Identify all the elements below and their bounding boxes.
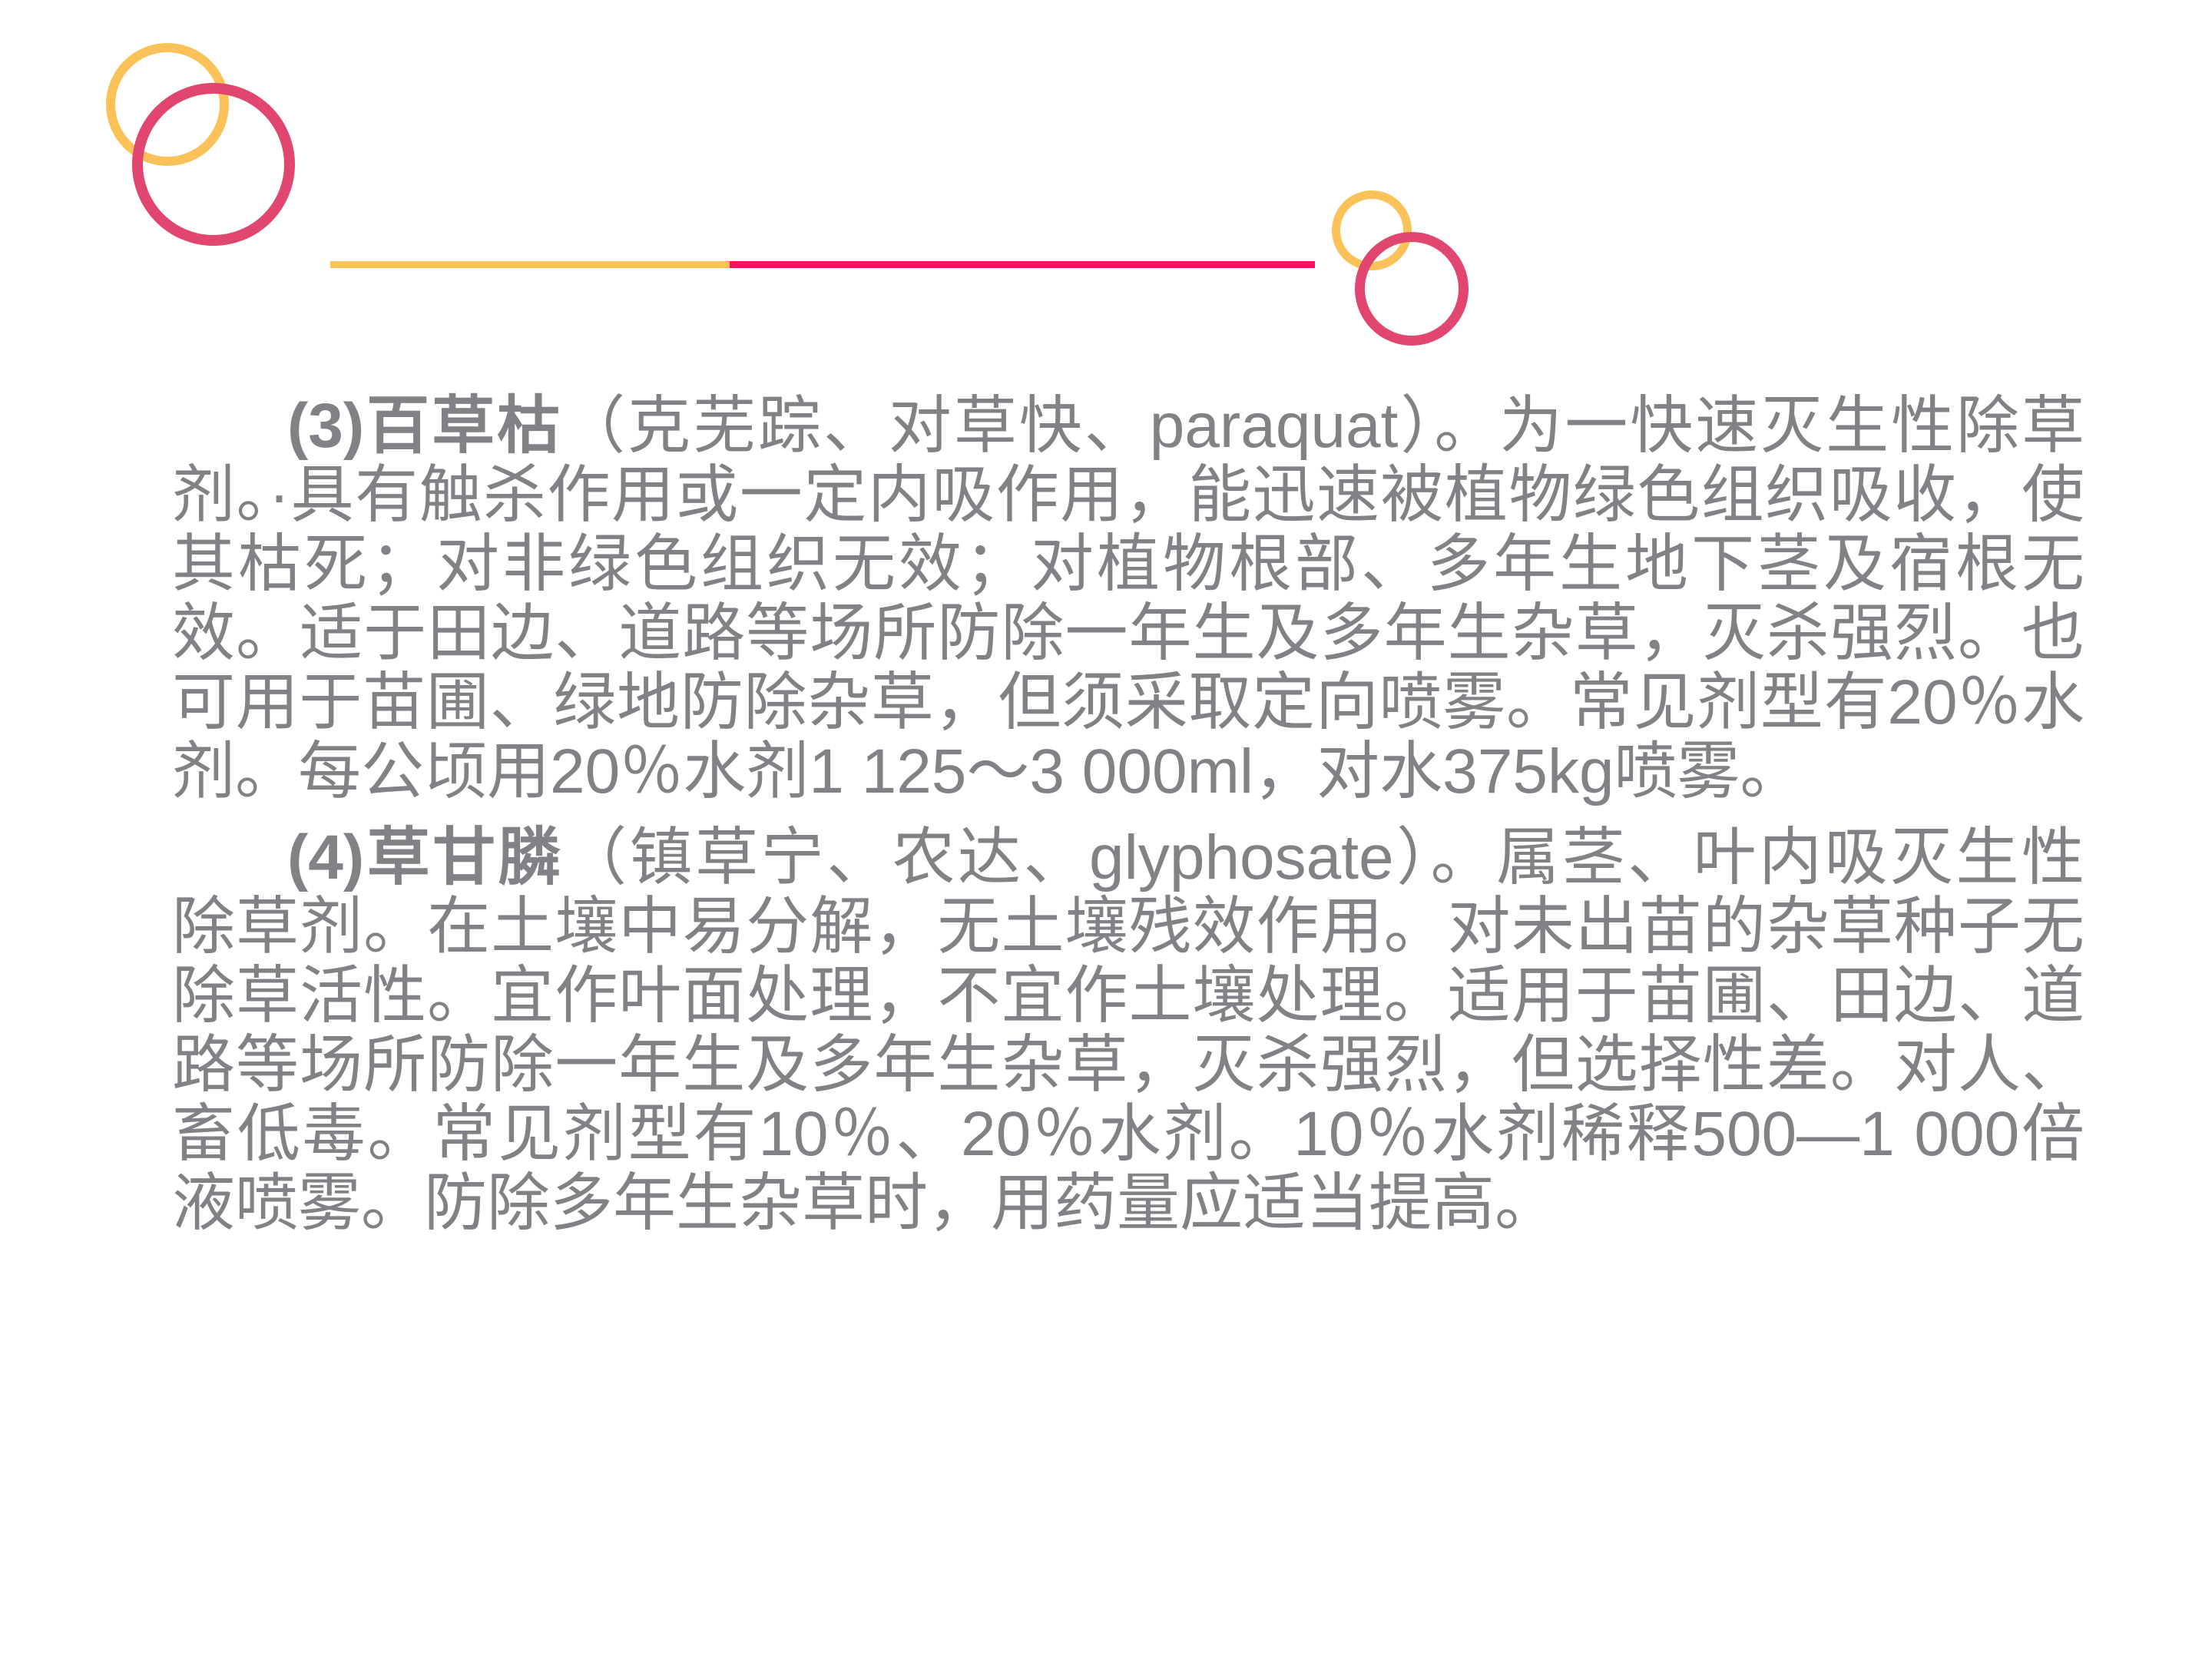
item-term-3: 百草枯 — [364, 391, 563, 461]
left-pink-ring — [132, 83, 295, 246]
divider-rule-pink — [730, 261, 1315, 268]
left-yellow-ring — [106, 43, 229, 166]
item-number-4: (4) — [287, 823, 365, 892]
item-term-4: 草甘膦 — [364, 823, 565, 892]
slide-body: (3)百草枯（克芜踪、对草快、paraquat）。为一快速灭生性除草剂。·具有触… — [172, 392, 2085, 1238]
header-ornament — [0, 0, 2212, 384]
paragraph-item-3: (3)百草枯（克芜踪、对草快、paraquat）。为一快速灭生性除草剂。·具有触… — [172, 392, 2085, 806]
item-body-4: （镇草宁、农达、glyphosate）。属茎、叶内吸灭生性除草剂。在土壤中易分解… — [172, 823, 2085, 1238]
paragraph-item-4: (4)草甘膦（镇草宁、农达、glyphosate）。属茎、叶内吸灭生性除草剂。在… — [172, 823, 2085, 1238]
right-pink-ring — [1355, 232, 1469, 346]
right-yellow-ring — [1332, 190, 1412, 270]
divider-rule-yellow — [330, 261, 730, 268]
item-number-3: (3) — [287, 391, 365, 461]
item-body-3: （克芜踪、对草快、paraquat）。为一快速灭生性除草剂。·具有触杀作用或一定… — [172, 391, 2085, 806]
